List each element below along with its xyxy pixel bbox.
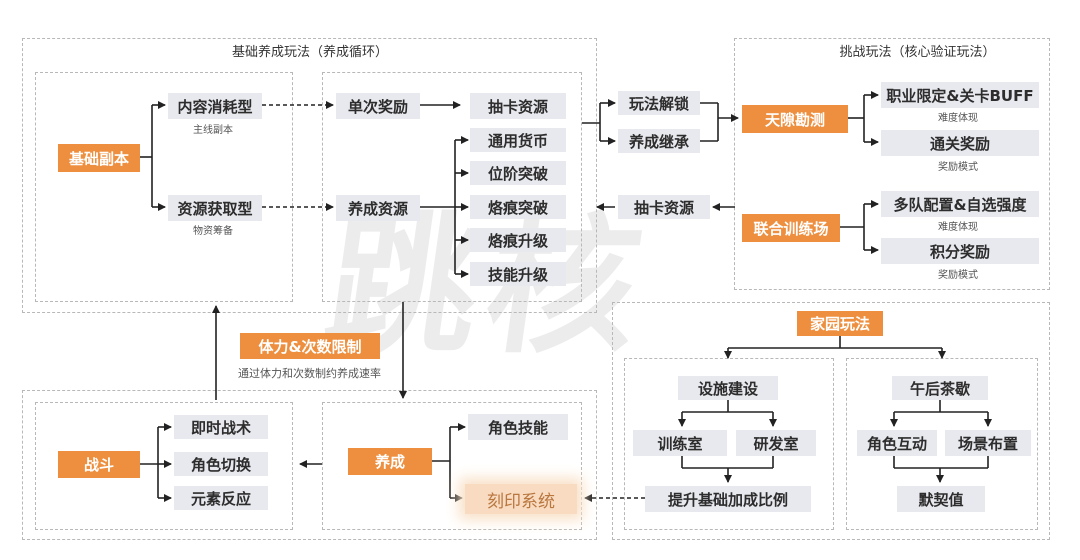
node-growth-inherit: 养成继承: [618, 129, 700, 153]
node-imprint-system: 刻印系统: [465, 484, 577, 514]
node-currency: 通用货币: [470, 128, 566, 152]
node-battle: 战斗: [58, 451, 140, 478]
node-afternoon-tea: 午后茶歇: [892, 376, 988, 400]
node-resource-get: 资源获取型: [168, 195, 262, 221]
dungeon-group-frame: [35, 72, 293, 302]
bottom-left-frame: [22, 390, 597, 540]
node-char-skill: 角色技能: [468, 414, 568, 440]
resource-group-frame: [322, 72, 582, 302]
node-single-reward: 单次奖励: [336, 93, 420, 119]
node-facility: 设施建设: [678, 376, 778, 400]
node-char-interact: 角色互动: [857, 430, 937, 456]
node-boost-ratio: 提升基础加成比例: [645, 486, 811, 512]
node-clear-reward-sub: 奖励模式: [938, 162, 978, 173]
node-stamina: 体力&次数限制: [240, 333, 380, 359]
challenge-section-frame: [734, 38, 1050, 290]
growth-group-frame: [322, 402, 582, 530]
node-training-room: 训练室: [633, 430, 727, 456]
node-job-limit: 职业限定&关卡BUFF: [881, 82, 1039, 108]
node-char-switch: 角色切换: [174, 452, 268, 476]
node-job-limit-sub: 难度体现: [938, 113, 978, 124]
node-research-room: 研发室: [736, 430, 816, 456]
node-tianxi: 天隙勘测: [742, 105, 848, 133]
node-play-unlock: 玩法解锁: [618, 91, 700, 115]
node-growth: 养成: [348, 448, 432, 475]
challenge-section-title: 挑战玩法（核心验证玩法）: [839, 45, 996, 60]
node-multi-team-sub: 难度体现: [938, 222, 978, 233]
node-points-reward: 积分奖励: [881, 238, 1039, 264]
node-joint-training: 联合训练场: [742, 214, 840, 242]
node-clear-reward: 通关奖励: [881, 130, 1039, 156]
node-content-consume: 内容消耗型: [168, 93, 262, 119]
node-skill-upgrade: 技能升级: [470, 262, 566, 286]
node-gacha-resource-2: 抽卡资源: [618, 195, 710, 219]
node-element-react: 元素反应: [174, 486, 268, 510]
node-basic-dungeon: 基础副本: [58, 144, 140, 172]
node-gacha-resource: 抽卡资源: [470, 93, 566, 119]
node-imprint-upgrade: 烙痕升级: [470, 228, 566, 252]
node-imprint-break: 烙痕突破: [470, 195, 566, 219]
node-home: 家园玩法: [797, 311, 883, 336]
node-stamina-sub: 通过体力和次数制约养成速率: [238, 367, 381, 380]
node-growth-resource: 养成资源: [336, 195, 420, 221]
node-rank-break: 位阶突破: [470, 161, 566, 185]
node-resource-get-sub: 物资筹备: [193, 226, 233, 237]
node-affinity: 默契值: [897, 486, 985, 512]
node-content-consume-sub: 主线副本: [193, 125, 233, 136]
node-instant-tactic: 即时战术: [174, 415, 268, 439]
node-multi-team: 多队配置&自选强度: [881, 191, 1039, 217]
basic-section-title: 基础养成玩法（养成循环）: [231, 45, 388, 60]
battle-group-frame: [35, 402, 293, 530]
node-scene-layout: 场景布置: [945, 430, 1031, 456]
basic-section-frame: [22, 38, 597, 313]
home-section-frame: [612, 302, 1050, 540]
node-points-reward-sub: 奖励模式: [938, 270, 978, 281]
